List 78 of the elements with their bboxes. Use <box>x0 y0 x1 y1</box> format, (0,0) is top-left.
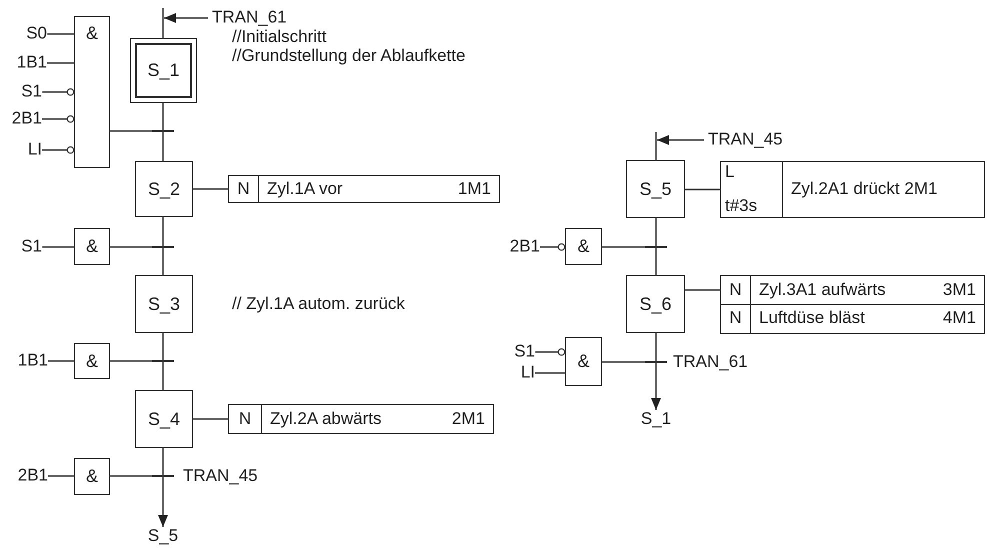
action-text: Zyl.1A vor <box>267 180 343 198</box>
action-qualifier: L <box>725 163 734 182</box>
step-reference: S_5 <box>148 527 178 546</box>
connector-line <box>47 33 74 35</box>
output-address: 1M1 <box>458 180 491 198</box>
arrow <box>164 13 208 23</box>
transition-label: TRAN_45 <box>183 466 258 486</box>
negated-input-line <box>42 115 74 123</box>
step-box: S_6 <box>626 275 685 333</box>
connector-line <box>110 130 152 132</box>
and-gate: & <box>565 337 602 386</box>
connector-line <box>602 246 645 248</box>
negated-input-line <box>535 348 566 356</box>
action-qualifier: N <box>237 180 250 198</box>
connector-line <box>655 132 657 160</box>
connector-line <box>602 361 645 363</box>
action-qualifier: N <box>729 309 742 328</box>
connector-line <box>162 448 164 475</box>
output-address: 2M1 <box>452 410 485 428</box>
output-address: 3M1 <box>942 280 976 300</box>
comment-text: // Zyl.1A autom. zurück <box>232 294 405 314</box>
transition-label: TRAN_45 <box>708 130 783 150</box>
arrow <box>657 135 704 145</box>
connector-line <box>162 333 164 360</box>
and-gate: & <box>74 16 110 168</box>
and-gate: & <box>74 343 110 379</box>
connector-line <box>535 372 565 374</box>
connector-line <box>655 248 657 275</box>
output-address: 4M1 <box>942 309 976 328</box>
connector-line <box>162 8 164 38</box>
connector-line <box>193 418 228 420</box>
arrow <box>158 477 168 527</box>
action-box <box>228 404 494 434</box>
connector-line <box>685 289 720 291</box>
connector-line <box>162 103 164 130</box>
action-text: Zyl.2A1 drückt 2M1 <box>791 180 938 199</box>
connector-line <box>47 62 74 64</box>
connector-line <box>110 360 152 362</box>
transition-label: TRAN_61 <box>212 8 287 28</box>
connector-line <box>193 188 228 190</box>
action-qualifier: t#3s <box>725 197 758 216</box>
negated-input-line <box>42 88 74 96</box>
step-box: S_5 <box>626 160 685 218</box>
step-box: S_2 <box>135 161 193 217</box>
negated-input-line <box>42 146 74 154</box>
connector-line <box>42 246 74 248</box>
step-box: S_3 <box>135 275 193 333</box>
action-qualifier: N <box>729 280 742 300</box>
connector-line <box>685 188 720 190</box>
action-text: Zyl.3A1 aufwärts <box>759 280 886 300</box>
step-box: S_4 <box>135 390 193 448</box>
connector-line <box>162 132 164 161</box>
comment-text: //Initialschritt <box>232 27 326 47</box>
connector-line <box>162 217 164 246</box>
transition-label: TRAN_61 <box>673 352 748 372</box>
initial-step-box: S_1 <box>130 38 197 103</box>
action-box <box>720 304 985 334</box>
action-qualifier: N <box>238 410 252 428</box>
step-reference: S_1 <box>640 410 672 429</box>
action-box <box>720 275 985 305</box>
and-gate: & <box>74 228 110 265</box>
connector-line <box>48 360 74 362</box>
connector-line <box>162 248 164 275</box>
action-text: Zyl.2A abwärts <box>270 410 382 428</box>
and-gate: & <box>74 458 110 495</box>
and-gate: & <box>565 228 602 265</box>
comment-text: //Grundstellung der Ablaufkette <box>232 46 466 66</box>
connector-line <box>655 218 657 246</box>
action-text: Luftdüse bläst <box>759 309 865 328</box>
connector-line <box>48 475 74 477</box>
connector-line <box>110 475 152 477</box>
negated-input-line <box>540 243 566 251</box>
connector-line <box>655 333 657 361</box>
connector-line <box>110 246 152 248</box>
action-box <box>228 175 500 203</box>
action-box <box>720 161 985 218</box>
arrow <box>651 363 661 410</box>
connector-line <box>162 362 164 390</box>
